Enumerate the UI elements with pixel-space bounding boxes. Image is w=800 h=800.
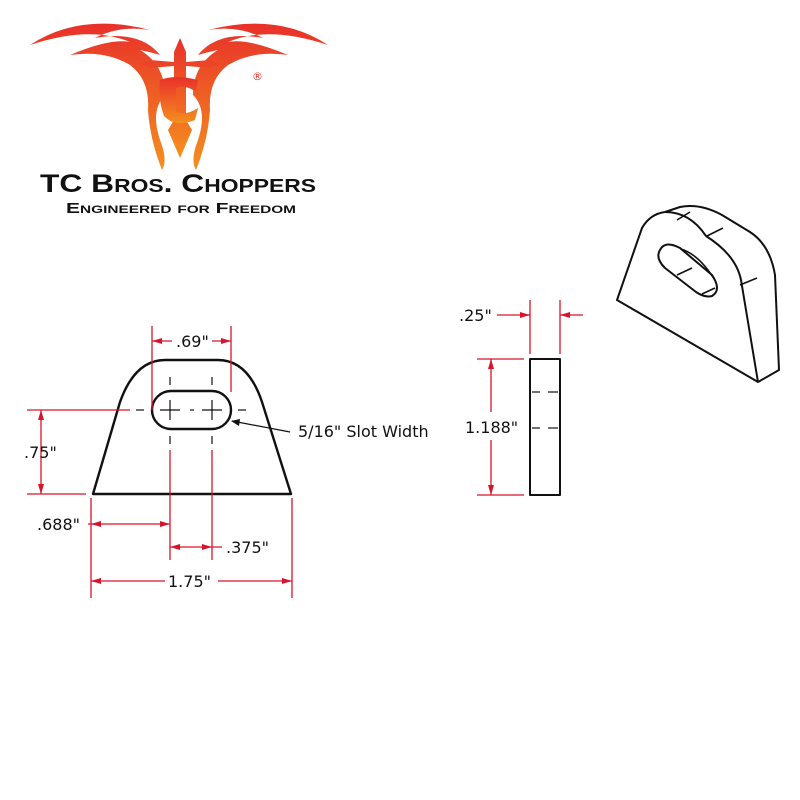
leader-arrow-icon	[231, 419, 240, 426]
dim-height-to-slot	[27, 409, 130, 495]
dim-base-width	[91, 578, 292, 584]
slot-centerlines	[136, 377, 246, 444]
brand-tagline: Engineered for Freedom	[66, 200, 296, 217]
dim-label-height-to-slot: .75"	[24, 443, 57, 462]
dim-label-slot-centers: .375"	[226, 538, 269, 557]
dim-slot-centers	[170, 544, 222, 550]
dim-label-height: 1.188"	[465, 418, 518, 437]
slot-callout-leader	[231, 420, 291, 433]
dim-label-slot-spacing: .69"	[176, 332, 209, 351]
cross-icon	[140, 38, 220, 158]
front-view: 5/16" Slot Width .69" .75" .688"	[24, 326, 429, 598]
isometric-view	[616, 205, 780, 383]
tc-bros-logo	[30, 23, 328, 170]
left-wing-icon	[30, 23, 165, 170]
slot-width-callout: 5/16" Slot Width	[298, 422, 429, 441]
brand-name: TC Bros. Choppers	[40, 170, 316, 198]
dim-label-thickness: .25"	[459, 306, 492, 325]
dim-height	[477, 358, 524, 496]
dim-edge-to-slot	[88, 521, 170, 527]
dim-thickness	[497, 300, 583, 354]
tab-outline	[91, 358, 293, 496]
side-view: .25" 1.188"	[459, 300, 583, 496]
tc-monogram-icon	[159, 77, 198, 124]
side-outline	[529, 358, 561, 496]
right-wing-icon	[193, 23, 328, 170]
dim-label-edge-to-slot: .688"	[37, 515, 80, 534]
dim-label-base-width: 1.75"	[168, 572, 211, 591]
registered-mark: ®	[252, 70, 263, 83]
dim-slot-spacing	[151, 326, 232, 410]
